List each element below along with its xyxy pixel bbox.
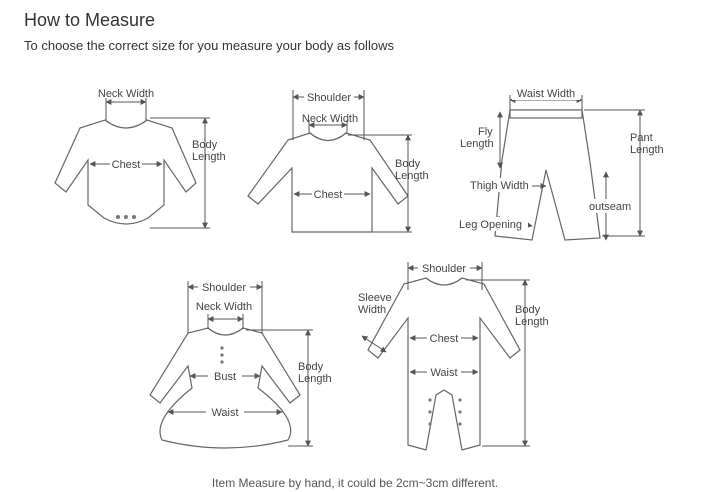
shirt-body-length-label-2: Length [395,170,429,182]
pants-waistband [509,109,583,119]
shirt-chest-label: Chest [314,189,343,201]
dress-outline [149,327,301,449]
shirt-body-length-label-1: Body [395,158,421,170]
dress-body-length-label-2: Length [298,373,332,385]
romper-shoulder-label: Shoulder [422,263,466,275]
footer-note: Item Measure by hand, it could be 2cm~3c… [211,476,499,490]
dress-waist-label: Waist [211,407,238,419]
bodysuit-chest-label: Chest [112,159,141,171]
pants-fly-length-label-1: Fly [478,126,493,138]
shirt-shoulder-label: Shoulder [307,92,351,104]
pants-outseam-label: outseam [589,201,631,213]
shirt-neck-width-label: Neck Width [302,113,358,125]
pants-leg-opening-label: Leg Opening [459,219,522,231]
romper-body-length-label-1: Body [515,304,541,316]
romper-diagram: Shoulder Sleeve Width Chest Waist Body L… [358,261,549,451]
bodysuit-body-length-label-2: Length [192,151,226,163]
dress-diagram: Shoulder Neck Width Bust Waist Body Leng… [149,280,332,449]
pants-pant-length-label-1: Pant [630,132,653,144]
pants-outline [494,109,601,241]
dress-body-length-label-1: Body [298,361,324,373]
pants-fly-length-label-2: Length [460,138,494,150]
bodysuit-outline [54,119,197,225]
romper-chest-label: Chest [430,333,459,345]
dress-bust-label: Bust [214,371,236,383]
bodysuit-diagram: Neck Width Chest Body Length [54,88,226,229]
bodysuit-collar [104,119,148,129]
romper-sleeve-width-label-2: Width [358,304,386,316]
romper-sleeve-width-label-1: Sleeve [358,292,392,304]
bodysuit-neck-width-label: Neck Width [98,88,154,100]
pants-waist-width-label: Waist Width [517,88,575,100]
page-title: How to Measure [24,10,156,30]
bodysuit-body-length-label-1: Body [192,139,218,151]
dress-neck-width-label: Neck Width [196,301,252,313]
shirt-outline [247,132,409,233]
pants-pant-length-label-2: Length [630,144,664,156]
pants-diagram: Waist Width Fly Length Pant Length Thigh… [458,86,664,241]
dress-shoulder-label: Shoulder [202,282,246,294]
shirt-diagram: Shoulder Neck Width Chest Body Length [247,90,429,233]
romper-body-length-label-2: Length [515,316,549,328]
romper-waist-label: Waist [430,367,457,379]
pants-thigh-width-label: Thigh Width [470,180,529,192]
page-subtitle: To choose the correct size for you measu… [24,38,394,53]
